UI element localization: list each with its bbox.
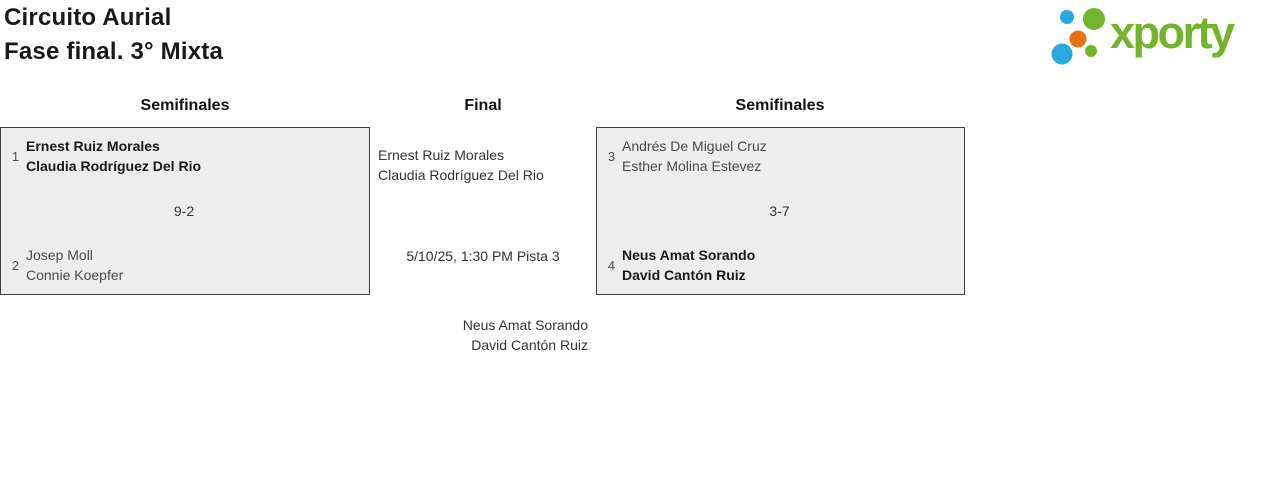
logo-text: xporty bbox=[1110, 7, 1235, 58]
logo-dot-green-small bbox=[1085, 45, 1097, 57]
team-row-seed-4: 4 Neus Amat Sorando David Cantón Ruiz bbox=[605, 246, 954, 285]
seed-number: 4 bbox=[607, 258, 616, 273]
final-team-bottom: Neus Amat Sorando David Cantón Ruiz bbox=[463, 316, 588, 355]
team-row-seed-1: 1 Ernest Ruiz Morales Claudia Rodríguez … bbox=[9, 137, 359, 176]
match-score: 3-7 bbox=[769, 203, 790, 219]
seed-number: 2 bbox=[11, 258, 20, 273]
round-header-semifinals-left: Semifinales bbox=[140, 97, 230, 114]
team-players-winner: Ernest Ruiz Morales Claudia Rodríguez De… bbox=[26, 137, 201, 176]
round-header-semifinals-right: Semifinales bbox=[735, 97, 825, 114]
seed-number: 3 bbox=[607, 149, 616, 164]
player-name: Esther Molina Estevez bbox=[622, 157, 762, 174]
team-row-seed-3: 3 Andrés De Miguel Cruz Esther Molina Es… bbox=[605, 137, 954, 176]
xporty-logo[interactable]: xporty bbox=[1045, 4, 1277, 70]
seed-number: 1 bbox=[11, 149, 20, 164]
final-team-top: Ernest Ruiz Morales Claudia Rodríguez De… bbox=[378, 146, 544, 185]
match-semifinal-left[interactable]: 1 Ernest Ruiz Morales Claudia Rodríguez … bbox=[0, 127, 370, 295]
team-players-winner: Neus Amat Sorando David Cantón Ruiz bbox=[622, 246, 755, 285]
player-name: Claudia Rodríguez Del Rio bbox=[26, 157, 202, 174]
player-name: Andrés De Miguel Cruz bbox=[622, 138, 767, 154]
page-header: Circuito Aurial Fase final. 3° Mixta bbox=[4, 1, 223, 69]
logo-dot-blue-small bbox=[1060, 10, 1074, 24]
logo-dot-orange bbox=[1069, 30, 1087, 48]
player-name: Claudia Rodríguez Del Rio bbox=[378, 166, 544, 183]
round-header-final: Final bbox=[464, 97, 502, 114]
page-title: Circuito Aurial bbox=[4, 4, 172, 31]
player-name: David Cantón Ruiz bbox=[622, 266, 746, 283]
player-name: Connie Koepfer bbox=[26, 266, 124, 283]
page-subtitle: Fase final. 3° Mixta bbox=[4, 38, 224, 65]
match-semifinal-right[interactable]: 3 Andrés De Miguel Cruz Esther Molina Es… bbox=[596, 127, 965, 295]
final-schedule: 5/10/25, 1:30 PM Pista 3 bbox=[406, 248, 560, 264]
logo-dots-icon bbox=[1051, 8, 1105, 65]
team-row-seed-2: 2 Josep Moll Connie Koepfer bbox=[9, 246, 359, 285]
team-players: Josep Moll Connie Koepfer bbox=[26, 246, 123, 285]
player-name: Josep Moll bbox=[26, 247, 93, 263]
player-name: David Cantón Ruiz bbox=[471, 336, 588, 353]
player-name: Neus Amat Sorando bbox=[622, 247, 756, 263]
player-name: Neus Amat Sorando bbox=[462, 317, 588, 333]
player-name: Ernest Ruiz Morales bbox=[26, 138, 160, 154]
player-name: Ernest Ruiz Morales bbox=[378, 147, 505, 163]
team-players: Andrés De Miguel Cruz Esther Molina Este… bbox=[622, 137, 767, 176]
logo-dot-blue-large bbox=[1051, 43, 1073, 65]
logo-dot-green-large bbox=[1083, 8, 1105, 30]
match-score: 9-2 bbox=[173, 203, 195, 219]
